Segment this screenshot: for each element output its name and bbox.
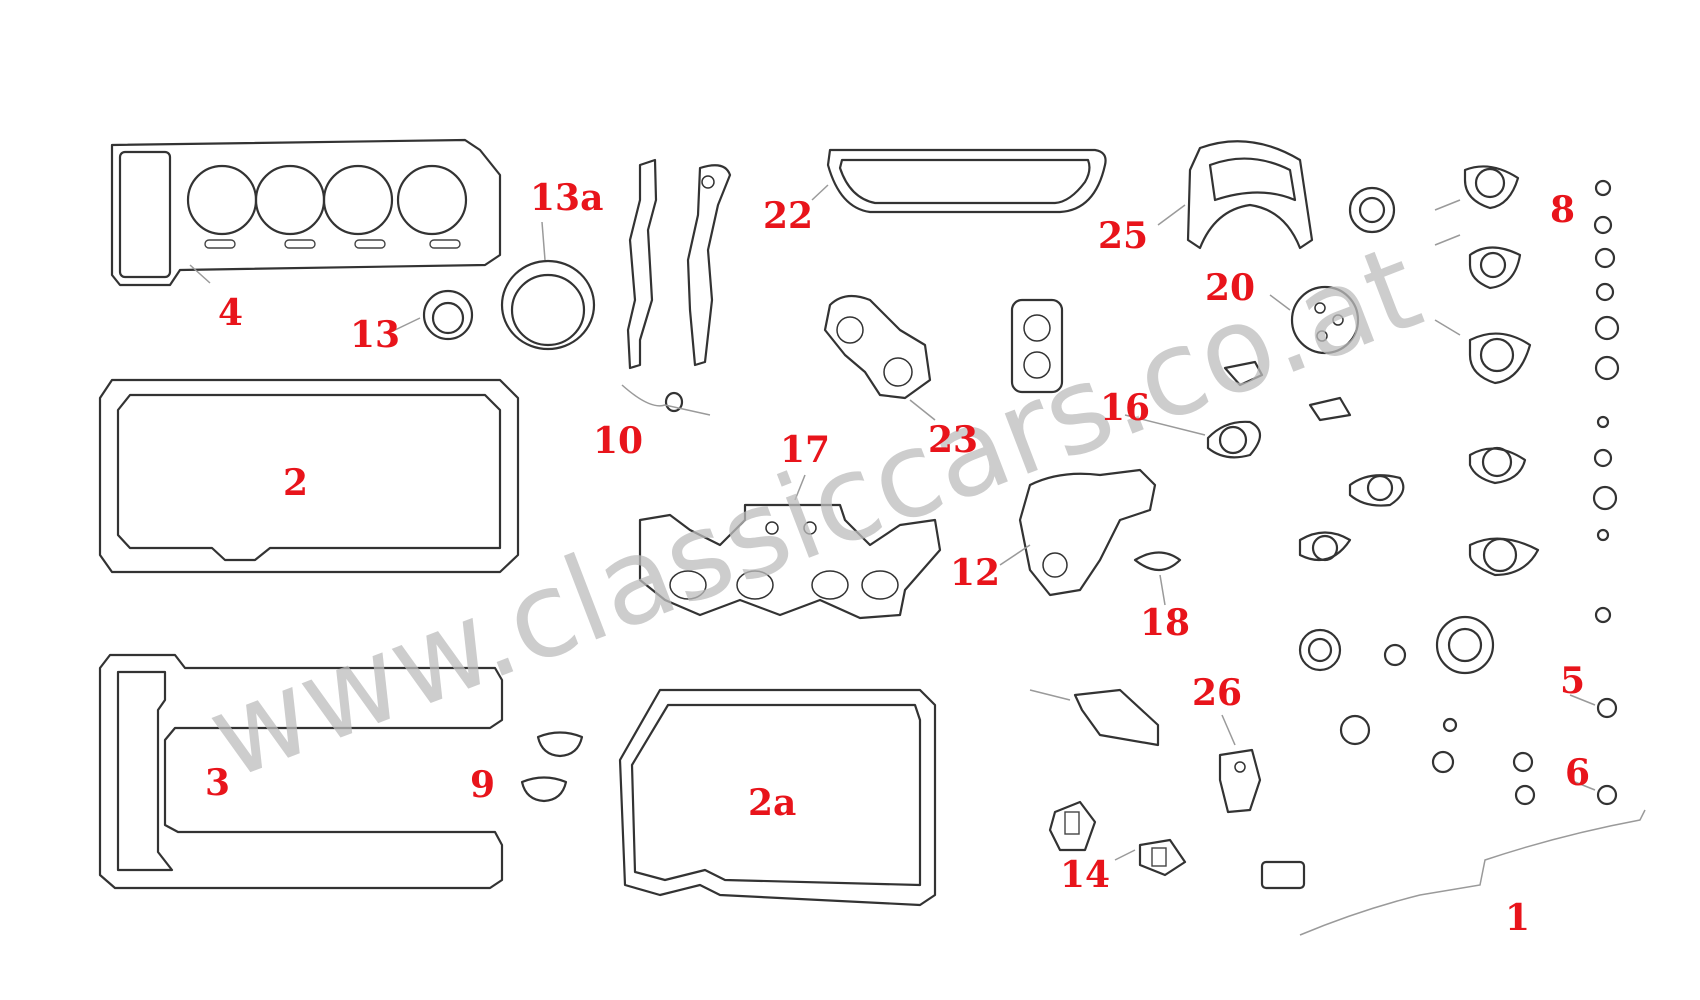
label-18: 18 [1140, 602, 1190, 644]
timing-cover-gasket [1157, 140, 1314, 250]
label-2a: 2a [748, 782, 796, 824]
washers [1431, 179, 1620, 806]
label-1: 1 [1505, 897, 1530, 939]
label-6: 6 [1565, 752, 1590, 794]
round-gasket-20 [1269, 285, 1360, 355]
set-bracket [1299, 809, 1646, 936]
label-8: 8 [1550, 189, 1575, 231]
rocker-cover-gasket [98, 653, 504, 890]
water-pump-gasket [999, 468, 1157, 597]
part-labels: 1 2 2a 3 4 5 6 8 9 10 12 13 13a 14 16 17… [205, 177, 1590, 939]
label-13: 13 [350, 314, 400, 356]
oval-cover-gasket [811, 148, 1107, 214]
small-manifold-gaskets [823, 294, 1064, 421]
label-12: 12 [950, 552, 1000, 594]
label-14: 14 [1060, 854, 1110, 896]
cap-seals [520, 731, 584, 803]
label-9: 9 [470, 764, 495, 806]
label-3: 3 [205, 762, 230, 804]
small-seal [394, 289, 474, 341]
sealing-rings [1298, 165, 1532, 746]
label-2: 2 [283, 462, 308, 504]
plate-gasket-26 [1218, 714, 1262, 814]
small-flange-gasket [1133, 551, 1182, 606]
label-4: 4 [218, 292, 243, 334]
head-gasket [110, 138, 502, 287]
manifold-gasket [638, 474, 942, 620]
label-10: 10 [593, 420, 643, 462]
label-23: 23 [928, 419, 978, 461]
fuel-pump-gaskets [1029, 688, 1306, 890]
label-17: 17 [780, 429, 830, 471]
label-25: 25 [1098, 215, 1148, 257]
upper-sump-gasket [98, 378, 520, 574]
label-5: 5 [1560, 660, 1585, 702]
label-22: 22 [763, 195, 813, 237]
timing-strips [621, 158, 732, 416]
flange-gaskets [1124, 360, 1540, 577]
label-16: 16 [1100, 387, 1150, 429]
label-26: 26 [1192, 672, 1242, 714]
label-20: 20 [1205, 267, 1255, 309]
large-seal [500, 221, 596, 351]
lower-sump-gasket [618, 688, 937, 907]
label-13a: 13a [530, 177, 603, 219]
